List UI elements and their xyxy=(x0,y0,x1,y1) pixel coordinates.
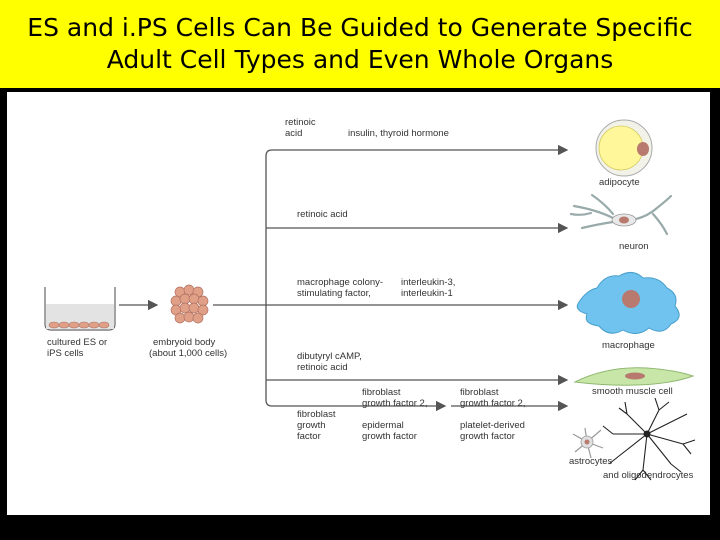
branch5-factor3-line2: growth factor 2, xyxy=(460,398,525,409)
branch1-factor2: insulin, thyroid hormone xyxy=(348,128,449,139)
astrocyte-cell xyxy=(572,427,604,459)
branch5-factor1-line3: factor xyxy=(297,431,321,442)
macrophage-label: macrophage xyxy=(602,340,655,351)
branch5-factor2-line2: growth factor 2, xyxy=(362,398,427,409)
adipocyte-label: adipocyte xyxy=(599,177,640,188)
branch5-factor2-line4: growth factor xyxy=(362,431,417,442)
branch-lines xyxy=(213,144,569,412)
culture-dish xyxy=(44,287,116,331)
differentiation-diagram: cultured ES or iPS cells embryoid body (… xyxy=(7,92,710,515)
astrocyte-nucleus xyxy=(584,439,590,445)
source-label-2: iPS cells xyxy=(47,348,84,359)
branch4-factor-line1: dibutyryl cAMP, xyxy=(297,351,362,362)
branch3-factor2-line2: interleukin-1 xyxy=(401,288,453,299)
branch5-factor3-line1: fibroblast xyxy=(460,387,499,398)
slide-body: cultured ES or iPS cells embryoid body (… xyxy=(0,88,720,540)
branch1-factor-line1: retinoic xyxy=(285,117,316,128)
oligodendrocyte-body xyxy=(643,430,651,438)
slide-title-line-1: ES and i.PS Cells Can Be Guided to Gener… xyxy=(27,13,693,42)
astrocytes-label: astrocytes xyxy=(569,456,613,467)
neuron-label: neuron xyxy=(619,241,649,252)
branch5-factor3-line3: platelet-derived xyxy=(460,420,525,431)
oligodendrocytes-label: and oligodendrocytes xyxy=(603,470,694,481)
macrophage-cell xyxy=(576,272,680,334)
branch5-factor3-line4: growth factor xyxy=(460,431,515,442)
embryoid-label-1: embryoid body xyxy=(153,337,216,348)
adipocyte-cell xyxy=(595,119,653,177)
diagram-svg: cultured ES or iPS cells embryoid body (… xyxy=(44,117,696,481)
branch2-factor: retinoic acid xyxy=(297,209,348,220)
branch5-factor1-line2: growth xyxy=(297,420,326,431)
source-label-1: cultured ES or xyxy=(47,337,107,348)
smooth-muscle-label: smooth muscle cell xyxy=(592,386,673,397)
slide-title-line-2: Adult Cell Types and Even Whole Organs xyxy=(106,45,614,74)
branch5-factor2-line1: fibroblast xyxy=(362,387,401,398)
branch4-factor-line2: retinoic acid xyxy=(297,362,348,373)
branch3-factor1-line1: macrophage colony- xyxy=(297,277,383,288)
embryoid-body xyxy=(170,284,209,324)
embryoid-label-2: (about 1,000 cells) xyxy=(149,348,227,359)
smooth-muscle-cell xyxy=(573,367,695,386)
branch5-factor2-line3: epidermal xyxy=(362,420,404,431)
branch1-factor-line2: acid xyxy=(285,128,302,139)
branch5-factor1-line1: fibroblast xyxy=(297,409,336,420)
branch3-factor2-line1: interleukin-3, xyxy=(401,277,455,288)
oligodendrocyte-cell xyxy=(602,397,696,481)
title-bar: ES and i.PS Cells Can Be Guided to Gener… xyxy=(0,0,720,88)
branch3-factor1-line2: stimulating factor, xyxy=(297,288,371,299)
